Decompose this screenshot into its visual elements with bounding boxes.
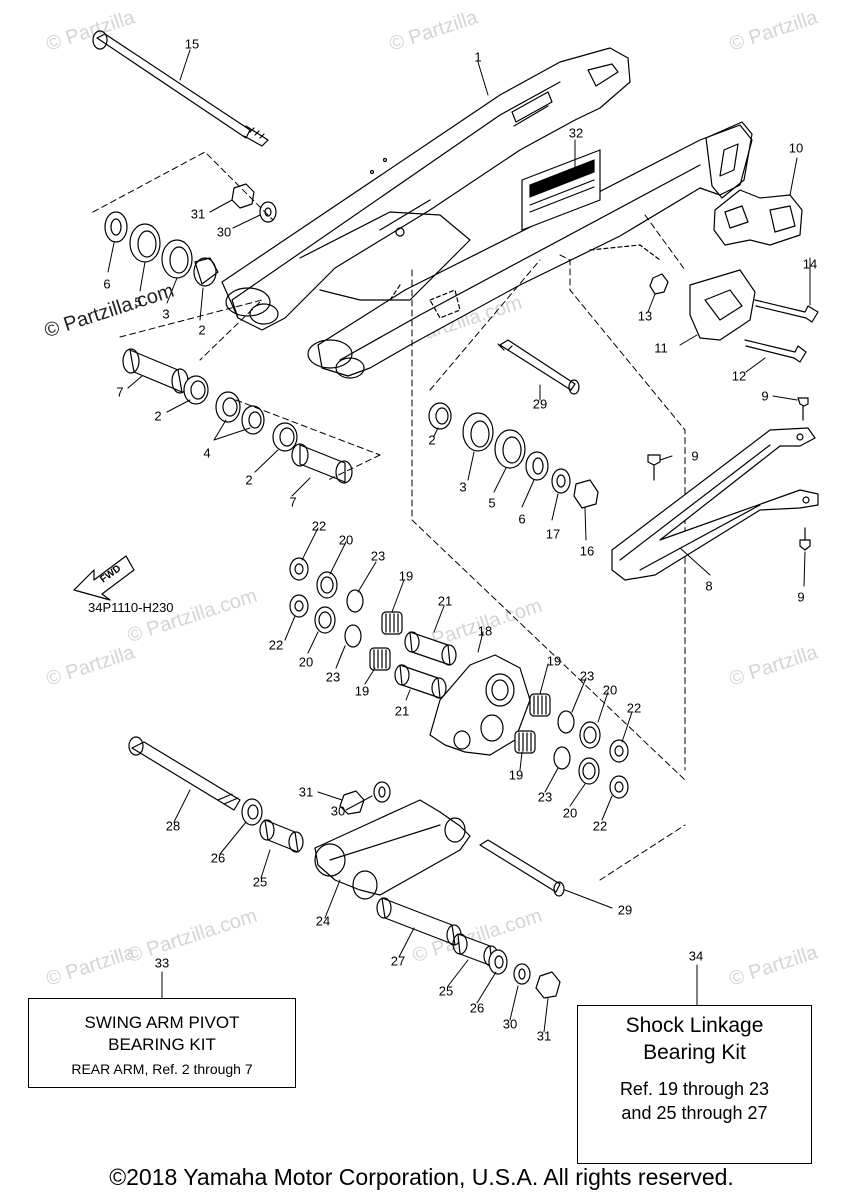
callout-1[interactable]: 1 (474, 49, 482, 65)
callout-16[interactable]: 16 (579, 543, 595, 559)
callout-9[interactable]: 9 (761, 388, 769, 404)
callout-21[interactable]: 21 (394, 703, 410, 719)
callout-11[interactable]: 11 (654, 340, 668, 356)
callout-20[interactable]: 20 (298, 654, 314, 670)
callout-13[interactable]: 13 (637, 308, 653, 324)
callout-22[interactable]: 22 (626, 700, 642, 716)
kit33-title-line1: SWING ARM PIVOT (84, 1013, 240, 1032)
kit34-reference-line1: Ref. 19 through 23 (619, 1079, 770, 1099)
chain-guide (649, 189, 819, 363)
callout-19[interactable]: 19 (398, 568, 414, 584)
callout-22[interactable]: 22 (268, 637, 284, 653)
callout-18[interactable]: 18 (477, 623, 493, 639)
fwd-arrow-icon: FWD (73, 555, 135, 601)
callout-19[interactable]: 19 (508, 767, 524, 783)
copyright-notice: ©2018 Yamaha Motor Corporation, U.S.A. A… (109, 1164, 734, 1190)
callout-29[interactable]: 29 (532, 396, 548, 412)
callout-20[interactable]: 20 (562, 805, 578, 821)
callout-3[interactable]: 3 (459, 479, 467, 495)
callout-23[interactable]: 23 (537, 789, 553, 805)
callout-2[interactable]: 2 (154, 408, 162, 424)
callout-17[interactable]: 17 (545, 526, 561, 542)
callout-27[interactable]: 27 (390, 953, 406, 969)
kit33-reference: REAR ARM, Ref. 2 through 7 (71, 1061, 253, 1077)
callout-7[interactable]: 7 (289, 494, 297, 510)
callout-32[interactable]: 32 (568, 125, 584, 141)
callout-31[interactable]: 31 (190, 206, 206, 222)
callout-24[interactable]: 24 (315, 913, 331, 929)
callout-3[interactable]: 3 (162, 306, 170, 322)
callout-5[interactable]: 5 (134, 294, 142, 310)
kit34-title-line1: Shock Linkage (625, 1014, 764, 1037)
callout-31[interactable]: 31 (298, 784, 314, 800)
callout-20[interactable]: 20 (602, 682, 618, 698)
right-bearing-stack (428, 339, 599, 509)
leader-lines (107, 49, 811, 1033)
callout-26[interactable]: 26 (469, 1000, 485, 1016)
pivot-bearing-stack (104, 183, 353, 484)
callout-21[interactable]: 21 (437, 593, 453, 609)
callout-8[interactable]: 8 (705, 578, 713, 594)
callout-6[interactable]: 6 (103, 276, 111, 292)
callout-12[interactable]: 12 (731, 368, 747, 384)
callout-23[interactable]: 23 (579, 668, 595, 684)
kit-box-swing-arm-pivot: SWING ARM PIVOT BEARING KIT REAR ARM, Re… (28, 998, 296, 1088)
callout-30[interactable]: 30 (330, 803, 346, 819)
pivot-shaft (92, 30, 269, 147)
callout-30[interactable]: 30 (216, 224, 232, 240)
callout-25[interactable]: 25 (438, 983, 454, 999)
callout-7[interactable]: 7 (116, 384, 124, 400)
callout-14[interactable]: 14 (802, 256, 818, 272)
kit34-title-line2: Bearing Kit (643, 1041, 746, 1064)
callout-2[interactable]: 2 (428, 432, 436, 448)
swing-arm (221, 47, 753, 379)
callout-5[interactable]: 5 (488, 495, 496, 511)
diagram-part-code: 34P1110-H230 (88, 600, 174, 615)
kit34-reference-line2: and 25 through 27 (621, 1103, 768, 1123)
callout-23[interactable]: 23 (325, 669, 341, 685)
callout-26[interactable]: 26 (210, 850, 226, 866)
callout-9[interactable]: 9 (797, 589, 805, 605)
callout-10[interactable]: 10 (788, 140, 804, 156)
relay-arm (289, 557, 629, 799)
callout-15[interactable]: 15 (184, 36, 200, 52)
warning-label (521, 149, 601, 231)
callout-4[interactable]: 4 (203, 445, 211, 461)
callout-22[interactable]: 22 (592, 818, 608, 834)
callout-9[interactable]: 9 (691, 448, 699, 464)
callout-30[interactable]: 30 (502, 1016, 518, 1032)
callout-23[interactable]: 23 (370, 548, 386, 564)
callout-20[interactable]: 20 (338, 532, 354, 548)
callout-2[interactable]: 2 (198, 322, 206, 338)
chain-slider (611, 397, 819, 581)
callout-34[interactable]: 34 (688, 948, 704, 964)
callout-19[interactable]: 19 (546, 653, 562, 669)
callout-2[interactable]: 2 (245, 472, 253, 488)
kit33-title-line2: BEARING KIT (108, 1035, 216, 1054)
callout-28[interactable]: 28 (165, 818, 181, 834)
callout-31[interactable]: 31 (536, 1028, 552, 1044)
callout-22[interactable]: 22 (311, 518, 327, 534)
callout-19[interactable]: 19 (354, 683, 370, 699)
callout-29[interactable]: 29 (617, 902, 633, 918)
callout-6[interactable]: 6 (518, 511, 526, 527)
kit-box-shock-linkage: Shock Linkage Bearing Kit Ref. 19 throug… (577, 1005, 812, 1164)
callout-33[interactable]: 33 (154, 955, 170, 971)
connecting-rod (128, 736, 565, 999)
callout-25[interactable]: 25 (252, 874, 268, 890)
